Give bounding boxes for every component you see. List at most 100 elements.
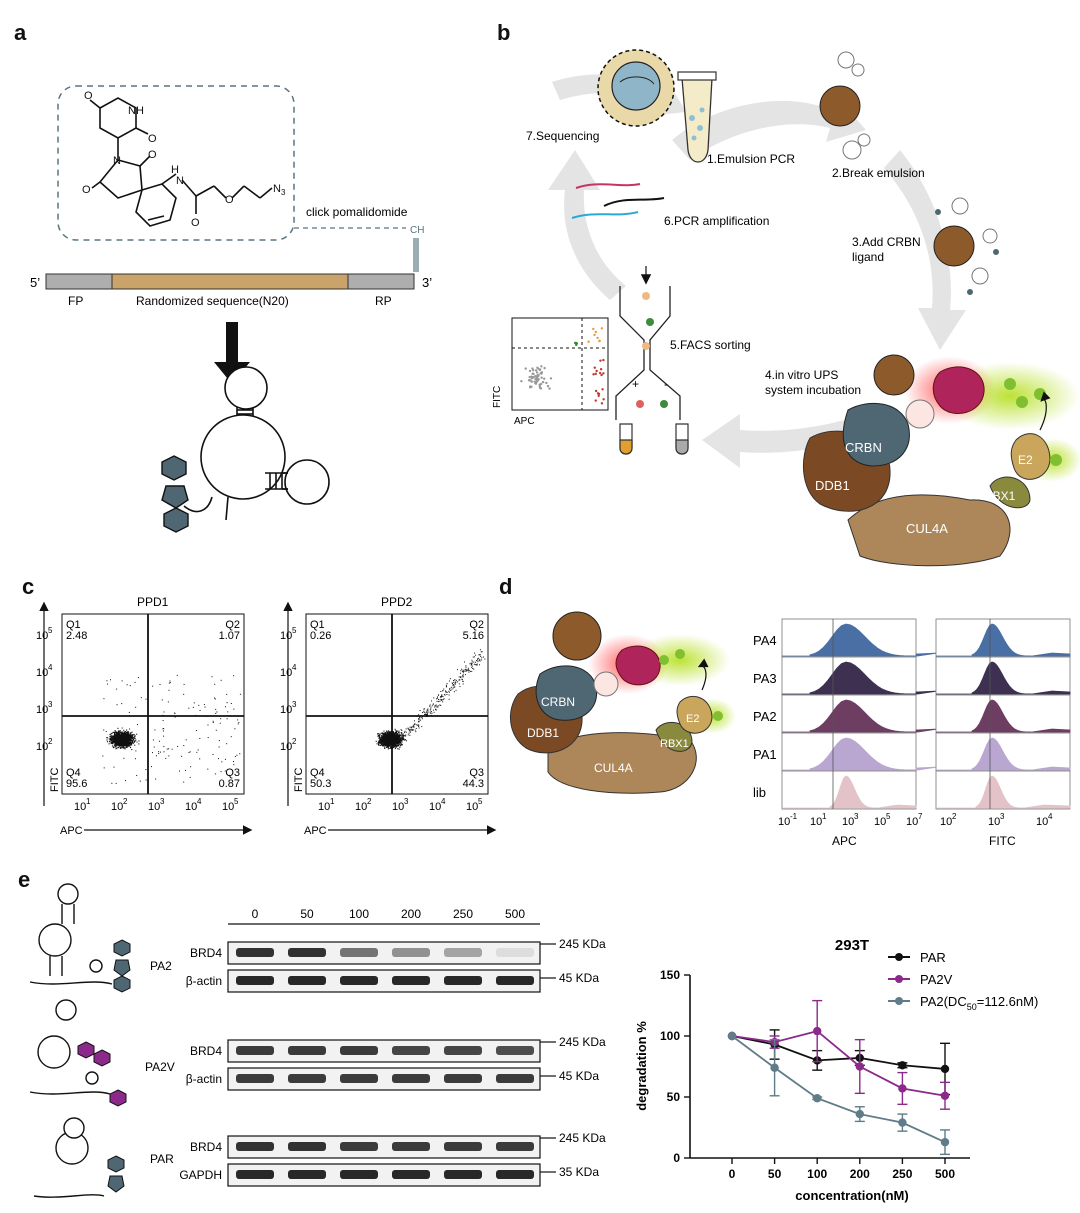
event-dot [121,742,123,745]
event-dot-sparse [189,751,191,753]
ligand-hexagons-icon [161,455,189,533]
event-dot [124,740,126,742]
flow-plot-frame [61,613,245,795]
event-dot-sparse [174,716,176,718]
event-dot-tail [405,728,407,730]
facs-dot-orange [596,336,599,340]
chart-x-tick-label: 50 [768,1167,782,1181]
event-dot [400,742,402,744]
randomized-label: Randomized sequence(N20) [136,294,289,308]
event-dot [133,733,135,736]
event-dot [131,740,133,742]
aptamer-loop-step4 [905,399,935,429]
aptamer-icon [183,366,330,521]
step-6-label: 6.PCR amplification [664,214,769,228]
event-dot-tail [476,663,478,665]
event-dot-tail [407,727,409,729]
sorter-minus: - [664,377,668,391]
event-dot-sparse [159,684,161,686]
event-dot [398,741,400,743]
event-dot [125,736,127,738]
event-dot [383,733,385,735]
event-dot [129,741,132,743]
event-dot-sparse [116,704,118,706]
event-dot [129,736,131,739]
event-dot [381,740,383,742]
event-dot [113,737,115,739]
facs-dot-grey [530,380,533,383]
event-dot [133,741,135,743]
event-dot [401,732,403,734]
event-dot-tail [437,697,439,699]
event-dot [132,736,134,738]
event-dot [124,744,126,746]
event-dot [389,739,391,742]
event-dot [114,742,116,744]
facs-dot-grey [531,368,535,372]
event-dot-sparse [167,701,169,703]
event-dot [389,734,391,736]
event-dot [117,739,119,741]
event-dot [115,731,117,733]
event-dot [114,736,116,738]
event-dot-tail [414,729,416,731]
event-dot-tail [427,709,429,711]
event-dot-tail [459,679,461,681]
event-dot [118,742,120,744]
event-dot-tail [409,731,411,733]
event-dot [120,731,122,733]
event-dot [394,747,396,750]
event-dot [115,744,117,746]
blot-strip [227,1163,541,1187]
event-dot [128,738,130,740]
event-dot-tail [471,661,473,663]
blot-band [444,1046,482,1055]
chart-series-1 [727,999,950,1110]
event-dot [390,745,392,747]
panel-d: CUL4A DDB1 CRBN RBX1 E2 PA4PA3PA2PA1lib1… [509,611,1071,848]
event-dot [390,747,392,749]
quadrant-label: Q2 [225,619,240,631]
event-dot-sparse [207,724,209,726]
event-dot [385,742,387,744]
event-dot [383,734,385,736]
event-dot [115,743,117,745]
event-dot [388,739,390,741]
event-dot [108,743,110,745]
event-dot [126,729,128,731]
event-dot-sparse [224,758,226,760]
event-dot [384,736,386,738]
event-dot [384,747,386,749]
quadrant-label: Q3 [469,767,484,779]
event-dot-tail [448,698,450,700]
blot-strip [227,1135,541,1159]
event-dot [121,733,123,735]
event-dot [385,733,387,735]
bead-icon-d [552,611,602,661]
kda-label: 45 KDa [559,1069,599,1083]
blot-band-label: BRD4 [190,946,222,960]
blot-band [340,1074,378,1083]
event-dot [114,745,116,747]
event-dot [402,737,404,739]
event-dot [122,747,124,749]
event-dot [387,737,389,739]
event-dot-tail [400,744,402,746]
event-dot-sparse [111,782,113,784]
event-dot-tail [439,700,441,702]
quadrant-value: 1.07 [219,630,240,642]
event-dot-tail [423,708,425,710]
facs-dot-grey [520,380,523,383]
event-dot-tail [459,672,461,674]
three-prime-label: 3’ [422,275,432,290]
event-dot [400,743,402,745]
event-dot [131,734,133,736]
event-dot [382,744,384,746]
event-dot-sparse [212,753,214,755]
event-dot [121,736,124,738]
facs-dot-green [573,341,577,345]
facs-dot-red [598,371,602,375]
blot-band [444,1142,482,1151]
event-dot-sparse [163,751,165,753]
event-dot-sparse [121,703,123,705]
